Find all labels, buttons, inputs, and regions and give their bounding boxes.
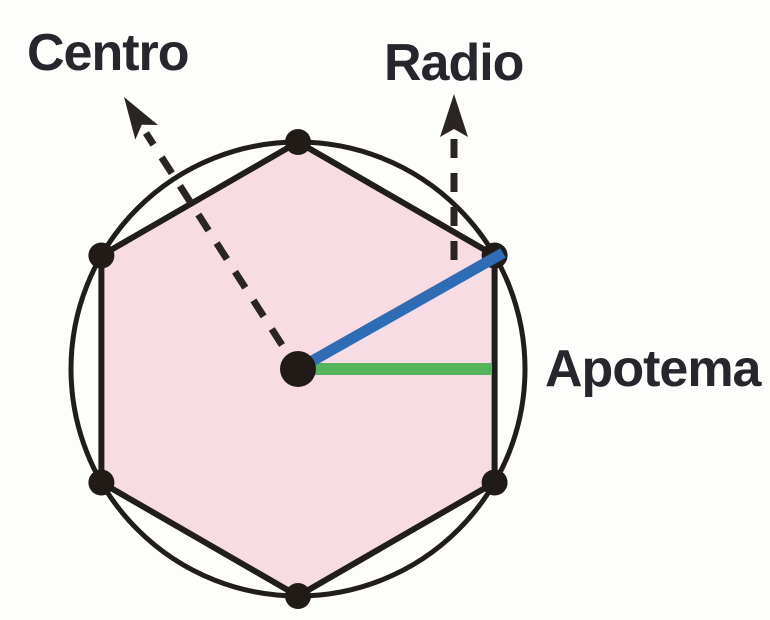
radio-arrowhead-icon (440, 94, 468, 137)
centro-dashed-line (143, 131, 285, 347)
vertex-dot (285, 129, 311, 155)
apotema-label: Apotema (545, 340, 763, 398)
center-dot (280, 351, 316, 387)
centro-arrowhead-icon (124, 97, 158, 140)
vertex-dots (88, 129, 508, 609)
radius-line (295, 248, 506, 374)
vertex-dot (88, 469, 115, 496)
centro-label: Centro (27, 24, 189, 82)
vertex-dot (285, 583, 311, 609)
vertex-dot (481, 469, 508, 496)
vertex-dot (88, 242, 115, 269)
radio-label: Radio (384, 34, 523, 92)
